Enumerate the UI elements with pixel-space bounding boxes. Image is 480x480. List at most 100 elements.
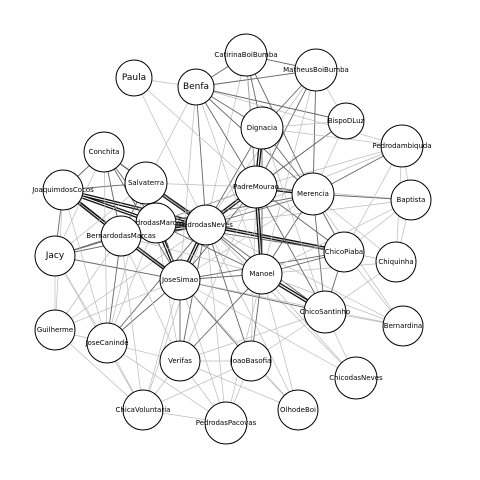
node-chico-santinho[interactable]: ChicoSantinho	[300, 290, 350, 334]
node-circle	[382, 305, 424, 347]
node-circle	[159, 340, 201, 382]
node-jose-simao[interactable]: JoseSimao	[159, 259, 201, 301]
edge-pedrodas-neves-chica-voluntaria	[142, 224, 207, 411]
node-label: Manoel	[249, 270, 274, 278]
node-benfa[interactable]: Benfa	[177, 68, 215, 106]
node-label: BernardodasMarcas	[86, 232, 156, 240]
node-verifas[interactable]: Verifas	[159, 340, 201, 382]
node-label: Dignacia	[247, 124, 278, 132]
edge-chico-santinho-verifas	[179, 311, 326, 362]
node-chicodas-neves[interactable]: ChicodasNeves	[329, 356, 383, 400]
node-label: Guilherme	[37, 326, 73, 334]
node-circle	[291, 172, 335, 216]
node-pedrodas-pacovas[interactable]: PedrodasPacovas	[196, 401, 257, 445]
node-circle	[86, 322, 128, 364]
edge-joaquimdos-cocos-jose-caninde	[62, 189, 108, 344]
node-salvaterra[interactable]: Salvaterra	[124, 161, 168, 205]
node-label: Conchita	[89, 148, 120, 156]
node-circle	[277, 389, 319, 431]
node-bernardina[interactable]: Bernardina	[382, 305, 424, 347]
node-conchita[interactable]: Conchita	[83, 131, 125, 173]
node-label: Pedrodambiquda	[372, 142, 431, 150]
node-label: PadreMourao	[233, 183, 279, 191]
node-label: JoaoBasofia	[230, 357, 272, 365]
node-pedrodas-neves[interactable]: PedrodasNeves	[179, 204, 233, 246]
node-label: PedrodasPacovas	[196, 419, 257, 427]
node-circle	[83, 131, 125, 173]
node-bernardodas-marcas[interactable]: BernardodasMarcas	[86, 215, 156, 257]
node-layer: CatirinaBoiBumbaMatheusBoiBumbaPaulaBenf…	[31, 33, 432, 445]
node-padre-mourao[interactable]: PadreMourao	[233, 165, 279, 209]
edge-pedrodas-neves-guilherme	[54, 224, 207, 331]
node-manoel[interactable]: Manoel	[241, 253, 283, 295]
edge-verifas-olhode-boi	[179, 360, 299, 411]
node-pedrodambiquda[interactable]: Pedrodambiquda	[372, 124, 432, 168]
node-olhode-boi[interactable]: OlhodeBoi	[277, 389, 319, 431]
node-label: Paula	[122, 73, 146, 83]
node-merencia[interactable]: Merencia	[291, 172, 335, 216]
node-label: ChicodasNeves	[329, 374, 383, 382]
node-baptista[interactable]: Baptista	[390, 179, 432, 221]
node-circle	[380, 124, 424, 168]
edge-salvaterra-jose-caninde	[106, 182, 147, 344]
node-circle	[234, 165, 278, 209]
node-guilherme[interactable]: Guilherme	[34, 309, 76, 351]
edge-bernardodas-marcas-chica-voluntaria	[120, 235, 144, 411]
edge-pedrodas-neves-paula	[133, 77, 207, 226]
node-chica-voluntaria[interactable]: ChicaVoluntaria	[116, 389, 171, 431]
edge-padre-mourao-pedrodambiquda	[255, 145, 403, 188]
node-circle	[34, 235, 76, 277]
node-circle	[115, 59, 153, 97]
edge-padre-mourao-paula	[133, 77, 257, 188]
node-jacy[interactable]: Jacy	[34, 235, 76, 277]
edge-pedrodas-neves-chicodas-neves	[205, 224, 357, 379]
edge-dignacia-chico-santinho	[261, 127, 326, 313]
node-jose-caninde[interactable]: JoseCaninde	[84, 322, 129, 364]
edge-pedrodas-neves-joao-basofia	[205, 224, 252, 362]
node-label: Baptista	[397, 196, 426, 204]
node-label: Bernardina	[384, 322, 422, 330]
edge-catirina-boi-bumba-manoel	[245, 54, 263, 275]
node-matheus-boi-bumba[interactable]: MatheusBoiBumba	[283, 48, 349, 92]
edge-jose-simao-chica-voluntaria	[142, 279, 181, 411]
node-circle	[100, 215, 142, 257]
node-circle	[323, 231, 365, 273]
node-label: Salvaterra	[128, 179, 164, 187]
node-chiquinha[interactable]: Chiquinha	[375, 241, 417, 283]
node-circle	[375, 241, 417, 283]
edge-padre-mourao-verifas	[179, 186, 257, 362]
node-catirina-boi-bumba[interactable]: CatirinaBoiBumba	[214, 33, 278, 77]
node-paula[interactable]: Paula	[115, 59, 153, 97]
node-circle	[124, 161, 168, 205]
edge-jose-caninde-pedrodas-pacovas	[106, 342, 227, 424]
node-label: MatheusBoiBumba	[283, 66, 349, 74]
node-joaquimdos-cocos[interactable]: JoaquimdosCocos	[31, 169, 94, 211]
node-bispo-dluz[interactable]: BispoDLuz	[327, 102, 365, 140]
node-dignacia[interactable]: Dignacia	[240, 106, 284, 150]
edge-padre-mourao-matheus-boi-bumba	[255, 69, 317, 188]
node-joao-basofia[interactable]: JoaoBasofia	[230, 340, 272, 382]
edge-pedrodas-neves-chico-piaba	[205, 223, 345, 252]
node-circle	[294, 48, 338, 92]
node-circle	[390, 179, 432, 221]
node-label: JoseSimao	[161, 276, 198, 284]
node-label: ChicaVoluntaria	[116, 406, 171, 414]
edge-benfa-manoel	[195, 86, 263, 275]
node-circle	[159, 259, 201, 301]
edge-pedrodas-marcas-merencia	[155, 193, 314, 224]
node-label: Benfa	[183, 82, 209, 92]
edge-bernardodas-marcas-verifas	[120, 235, 181, 362]
edge-jose-simao-chicodas-neves	[179, 279, 357, 379]
edge-bernardodas-marcas-manoel	[120, 235, 263, 275]
edge-jose-simao-bernardina	[179, 279, 404, 327]
node-label: PedrodasMarcas	[128, 219, 185, 227]
node-circle	[303, 290, 347, 334]
node-circle	[334, 356, 378, 400]
edge-jose-simao-guilherme	[54, 279, 181, 331]
edge-dignacia-pedrodambiquda	[261, 127, 403, 147]
node-circle	[327, 102, 365, 140]
node-label: Verifas	[168, 357, 192, 365]
node-chico-piaba[interactable]: ChicoPiaba	[323, 231, 365, 273]
node-circle	[204, 401, 248, 445]
edge-pedrodas-neves-pedrodas-pacovas	[205, 224, 227, 424]
